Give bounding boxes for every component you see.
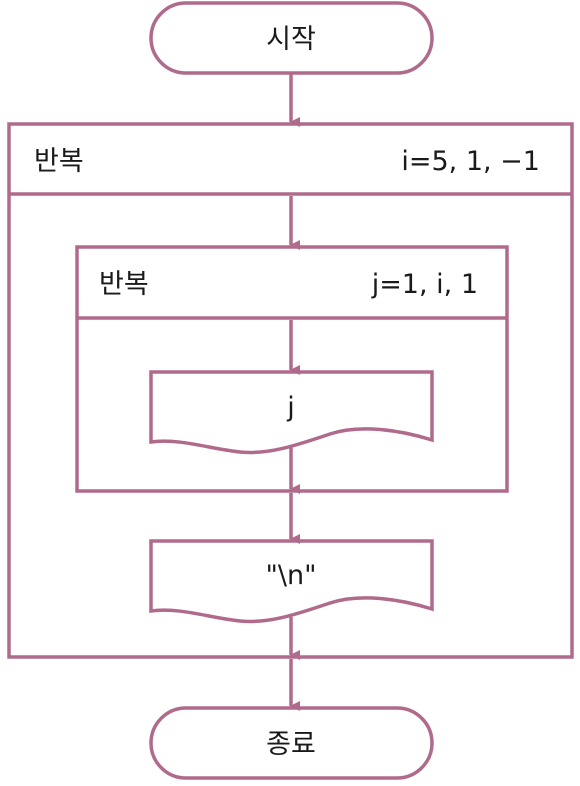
output-newline-shape — [149, 539, 434, 624]
output-j-shape — [149, 370, 434, 455]
output-newline-label: "\n" — [265, 560, 316, 591]
outer-loop-condition: i=5, 1, −1 — [401, 146, 540, 177]
inner-loop-label: 반복 — [99, 269, 149, 300]
output-j-label: j — [286, 392, 295, 423]
end-label: 종료 — [266, 729, 316, 760]
outer-loop-label: 반복 — [34, 146, 84, 177]
start-label: 시작 — [266, 24, 316, 55]
inner-loop-condition: j=1, i, 1 — [371, 269, 478, 300]
